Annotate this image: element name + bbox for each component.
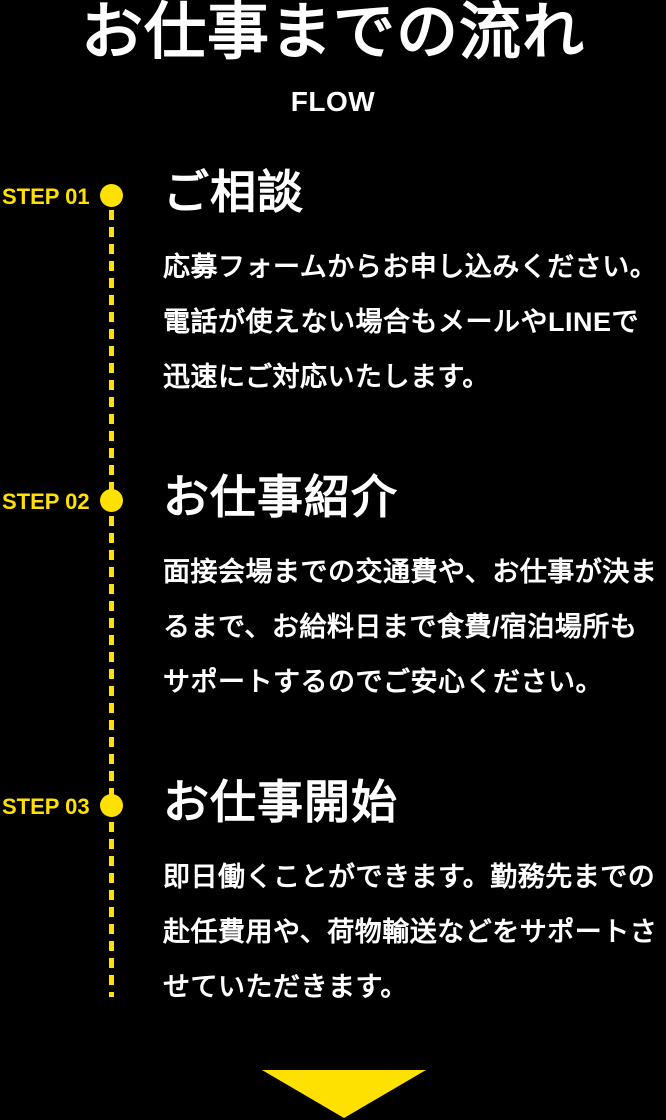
step-description: 即日働くことができます。勤務先までの赴任費用や、荷物輸送などをサポートさせていた… xyxy=(163,862,658,1002)
page-subtitle: FLOW xyxy=(290,86,376,117)
step-description: 応募フォームからお申し込みください。電話が使えない場合もメールやLINEで迅速に… xyxy=(163,252,658,392)
step-dot-icon xyxy=(100,489,123,512)
timeline-dashed-line xyxy=(109,210,114,997)
step-heading: お仕事開始 xyxy=(163,776,398,828)
step-item-2: STEP 02 お仕事紹介 面接会場までの交通費や、お仕事が決まるまで、お給料日… xyxy=(0,305,666,697)
step-item-3: STEP 03 お仕事開始 即日働くことができます。勤務先までの赴任費用や、荷物… xyxy=(0,610,666,1002)
step-dot-icon xyxy=(100,184,123,207)
step-label: STEP 02 xyxy=(2,489,90,514)
down-arrow-icon xyxy=(262,1070,426,1118)
step-heading: ご相談 xyxy=(163,166,304,218)
step-label: STEP 03 xyxy=(2,794,90,819)
step-item-1: STEP 01 ご相談 応募フォームからお申し込みください。電話が使えない場合も… xyxy=(0,0,666,392)
step-label: STEP 01 xyxy=(2,184,90,209)
page-title: お仕事までの流れ xyxy=(80,0,585,67)
step-heading: お仕事紹介 xyxy=(163,471,398,523)
step-dot-icon xyxy=(100,794,123,817)
step-description: 面接会場までの交通費や、お仕事が決まるまで、お給料日まで食費/宿泊場所もサポート… xyxy=(163,557,658,697)
